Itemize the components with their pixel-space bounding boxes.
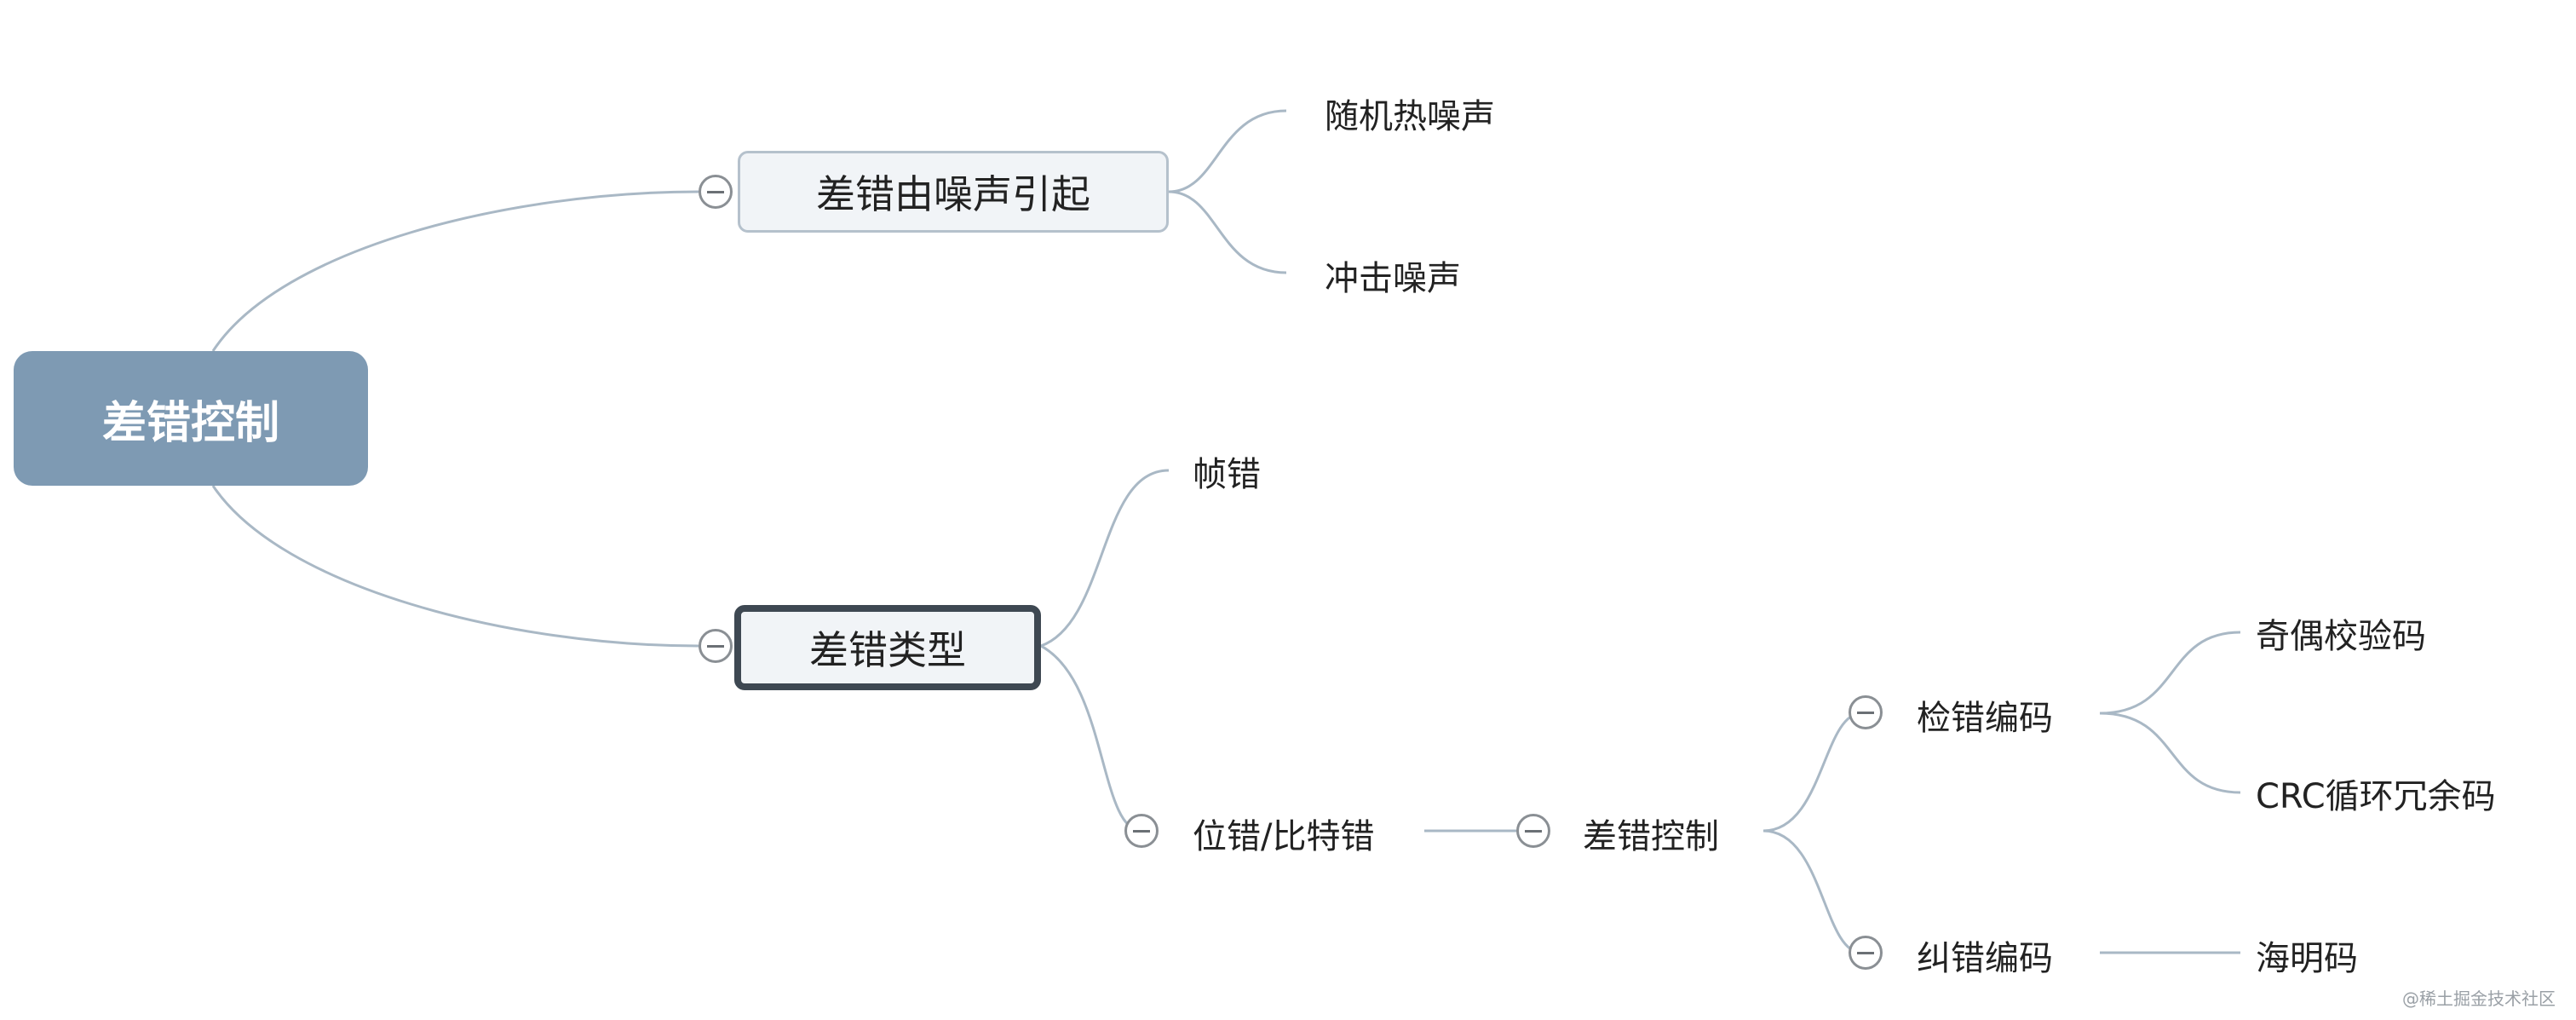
connector-types-bit [1040, 644, 1142, 833]
leaf-impulse-noise[interactable]: 冲击噪声 [1325, 259, 1461, 298]
leaf-parity-check-code[interactable]: 奇偶校验码 [2256, 617, 2426, 656]
topic-error-control[interactable]: 差错控制 [1583, 817, 1719, 856]
leaf-crc-code[interactable]: CRC循环冗余码 [2256, 777, 2496, 816]
topic-bit-error[interactable]: 位错/比特错 [1193, 817, 1375, 856]
collapse-icon[interactable] [1849, 936, 1883, 970]
collapse-icon[interactable] [1516, 814, 1550, 848]
connector-root-types [211, 485, 699, 648]
collapse-icon[interactable] [1124, 814, 1159, 848]
connector-noise-thermal [1168, 109, 1287, 193]
connector-control-correct [1762, 829, 1862, 954]
collapse-icon[interactable] [699, 175, 733, 209]
connector-types-frame [1040, 469, 1170, 648]
watermark-text: @稀土掘金技术社区 [2402, 988, 2556, 1009]
leaf-thermal-noise[interactable]: 随机热噪声 [1325, 97, 1495, 136]
topic-error-types[interactable]: 差错类型 [734, 605, 1041, 690]
connector-detect-parity [2099, 631, 2241, 715]
topic-error-correction-code[interactable]: 纠错编码 [1917, 939, 2053, 978]
connector-noise-impulse [1168, 190, 1287, 274]
connector-detect-crc [2099, 712, 2241, 794]
leaf-frame-error[interactable]: 帧错 [1193, 455, 1261, 494]
root-topic[interactable]: 差错控制 [14, 351, 368, 486]
topic-error-detection-code[interactable]: 检错编码 [1917, 699, 2053, 738]
topic-noise-cause[interactable]: 差错由噪声引起 [738, 151, 1169, 233]
collapse-icon[interactable] [699, 629, 733, 663]
connector-control-detect [1762, 712, 1862, 833]
connector-root-noise [211, 190, 699, 352]
collapse-icon[interactable] [1849, 695, 1883, 729]
leaf-hamming-code[interactable]: 海明码 [2256, 939, 2358, 978]
